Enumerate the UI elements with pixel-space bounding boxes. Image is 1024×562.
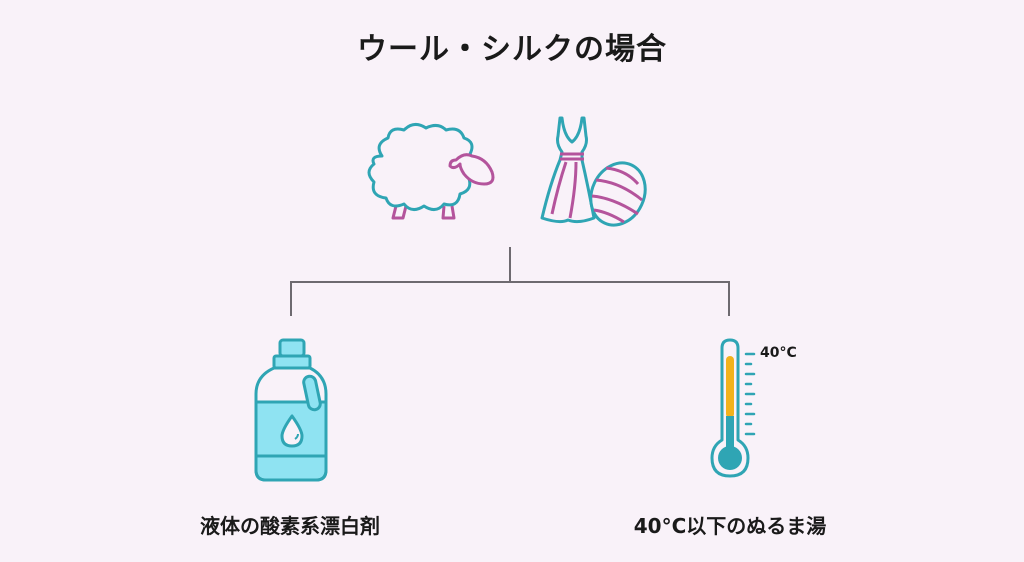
connector-trunk	[509, 247, 511, 282]
thermometer-icon	[710, 338, 756, 478]
thermometer-mark-label: 40°C	[760, 345, 797, 361]
branch-label-water-temp: 40°C以下のぬるま湯	[633, 514, 827, 538]
page-title: ウール・シルクの場合	[357, 32, 667, 67]
connector-left-drop	[290, 281, 292, 316]
connector-right-drop	[728, 281, 730, 316]
sheep-icon	[367, 123, 495, 220]
connector-horizontal	[290, 281, 730, 283]
dress-and-yarn-icon	[540, 116, 647, 227]
bleach-bottle-icon	[254, 338, 328, 482]
branch-label-bleach: 液体の酸素系漂白剤	[200, 514, 380, 538]
